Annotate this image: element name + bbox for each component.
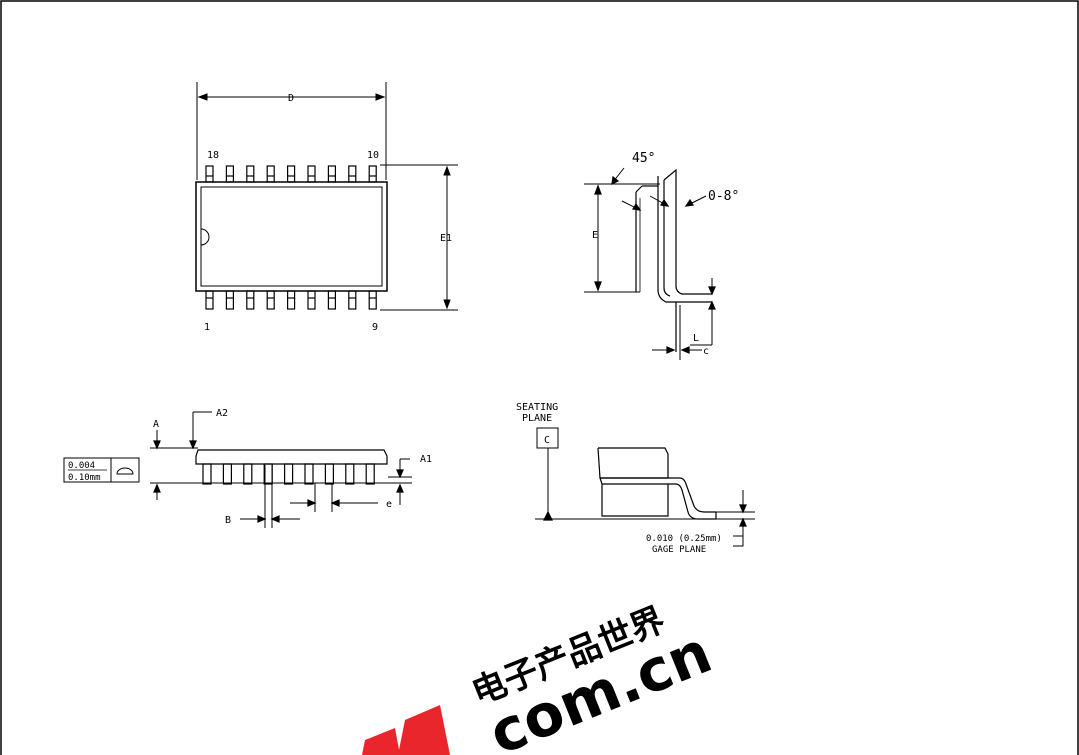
bottom-lead	[246, 290, 255, 310]
dim-a-label: A	[153, 419, 159, 430]
top-lead	[205, 165, 214, 183]
top-lead	[246, 165, 255, 183]
front-lead	[222, 463, 232, 485]
bottom-lead	[287, 290, 296, 310]
pin-1-label: 1	[204, 322, 210, 333]
dim-a2-label: A2	[216, 408, 228, 419]
dim-e1-label: E1	[440, 233, 452, 244]
top-lead	[368, 165, 377, 183]
top-lead	[287, 165, 296, 183]
angle-range-label: 0-8°	[708, 189, 739, 204]
gage-plane-label: GAGE PLANE	[652, 545, 706, 555]
gage-value: 0.010 (0.25mm)	[646, 534, 722, 544]
dim-l-label: L	[693, 333, 699, 344]
pin-10-label: 10	[367, 150, 379, 161]
dim-a1-label: A1	[420, 454, 432, 465]
front-lead	[345, 463, 355, 485]
coplanarity-mm: 0.10mm	[68, 473, 101, 483]
top-leads	[205, 165, 377, 183]
seating-line-1: SEATING	[516, 402, 558, 413]
bottom-lead	[348, 290, 357, 310]
dim-c-label: c	[703, 346, 709, 357]
top-lead	[327, 165, 336, 183]
front-lead	[304, 463, 314, 485]
dim-e-label: E	[592, 230, 598, 241]
bottom-lead	[225, 290, 234, 310]
front-lead	[324, 463, 334, 485]
front-lead	[202, 463, 212, 485]
coplanarity-frame	[63, 457, 140, 483]
bottom-lead	[266, 290, 275, 310]
bottom-lead	[368, 290, 377, 310]
package-body	[195, 181, 388, 292]
angle-45-label: 45°	[632, 151, 655, 166]
bottom-lead	[307, 290, 316, 310]
seating-body	[598, 447, 669, 517]
top-lead	[348, 165, 357, 183]
datum-c-label: C	[544, 435, 550, 446]
front-view	[63, 411, 412, 528]
front-lead	[365, 463, 375, 485]
coplanarity-inch: 0.004	[68, 461, 95, 471]
front-lead	[284, 463, 294, 485]
front-body	[195, 449, 388, 465]
side-view	[584, 167, 716, 360]
pin1-notch	[200, 228, 210, 246]
top-lead	[266, 165, 275, 183]
watermark-logo-block-2	[362, 728, 400, 755]
watermark-logo-block	[398, 705, 450, 755]
watermark: 电子产品世界 com.cn	[362, 600, 721, 755]
bottom-lead	[205, 290, 214, 310]
bottom-leads	[205, 290, 377, 310]
top-view	[195, 82, 458, 311]
pin-9-label: 9	[372, 322, 378, 333]
bottom-lead	[327, 290, 336, 310]
dim-b-label: B	[225, 515, 231, 526]
top-lead	[225, 165, 234, 183]
seating-view	[535, 427, 755, 547]
front-leads	[202, 463, 375, 485]
front-lead	[243, 463, 253, 485]
seating-line-2: PLANE	[522, 413, 552, 424]
top-lead	[307, 165, 316, 183]
profile-surface-symbol	[116, 467, 134, 475]
dim-e-pitch-label: e	[386, 499, 392, 510]
pin-18-label: 18	[207, 150, 219, 161]
dim-d-label: D	[288, 93, 294, 104]
